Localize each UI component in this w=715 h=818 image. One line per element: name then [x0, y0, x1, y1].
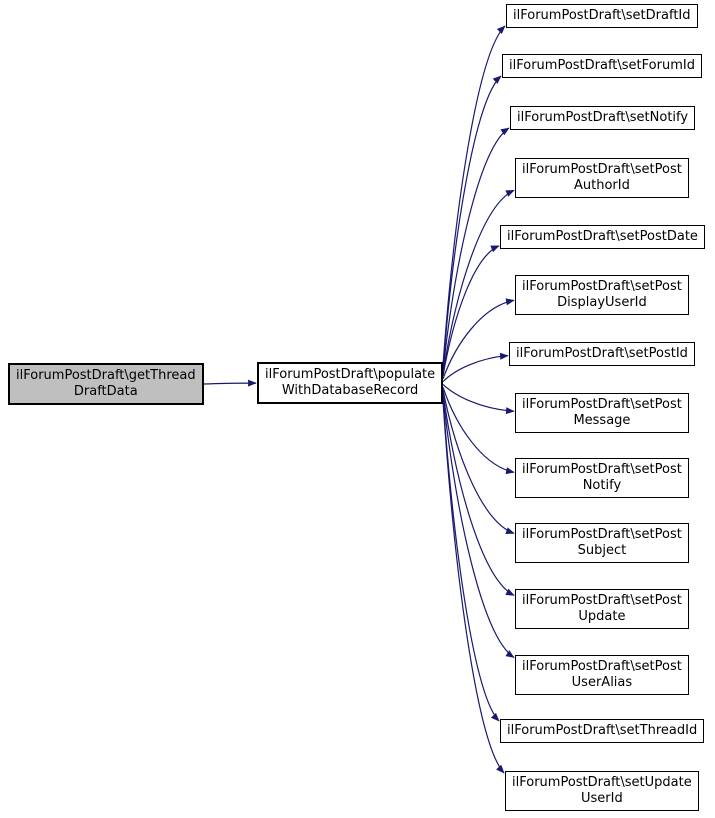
call-edge-populateWithDatabaseRecord--setPostAuthorId [442, 189, 515, 374]
node-label-line: UserId [581, 791, 623, 806]
node-label-line: AuthorId [574, 178, 630, 193]
call-edge-getThreadDraftData--populateWithDatabaseRecord [203, 379, 257, 387]
call-edge-populateWithDatabaseRecord--setPostSubject [442, 389, 515, 535]
node-label-line: ilForumPostDraft\setPost [522, 462, 682, 477]
node-label-line: ilForumPostDraft\setPost [522, 527, 682, 542]
graph-node-setForumId[interactable]: ilForumPostDraft\setForumId [502, 54, 702, 78]
node-label-line: ilForumPostDraft\setPost [522, 659, 682, 674]
node-label-line: Update [578, 609, 626, 624]
node-label-line: ilForumPostDraft\populate [265, 367, 436, 382]
call-edge-populateWithDatabaseRecord--setNotify [442, 127, 510, 371]
call-edge-populateWithDatabaseRecord--setThreadId [442, 398, 500, 722]
graph-node-setPostId[interactable]: ilForumPostDraft\setPostId [509, 342, 695, 366]
call-edge-populateWithDatabaseRecord--setPostUserAlias [442, 395, 515, 659]
node-label-line: ilForumPostDraft\setUpdate [512, 775, 692, 790]
node-label-line: ilForumPostDraft\setPostId [516, 346, 688, 361]
node-label-line: ilForumPostDraft\setDraftId [513, 8, 691, 23]
node-label-line: ilForumPostDraft\setPost [522, 397, 682, 412]
call-edge-populateWithDatabaseRecord--setPostMessage [442, 383, 515, 415]
graph-node-setPostDate[interactable]: ilForumPostDraft\setPostDate [500, 225, 705, 249]
graph-node-setNotify[interactable]: ilForumPostDraft\setNotify [510, 106, 696, 130]
node-label-line: DraftData [73, 384, 138, 399]
node-label-line: ilForumPostDraft\setPost [522, 279, 682, 294]
node-label-line: Notify [582, 478, 622, 493]
node-label-line: ilForumPostDraft\setPost [522, 593, 682, 608]
node-label-line: Subject [577, 543, 627, 558]
call-edge-populateWithDatabaseRecord--setPostUpdate [442, 392, 515, 596]
graph-node-setDraftId[interactable]: ilForumPostDraft\setDraftId [506, 4, 698, 28]
node-label-line: ilForumPostDraft\setThreadId [507, 723, 698, 738]
call-edge-populateWithDatabaseRecord--setPostDisplayUserId [442, 298, 515, 380]
node-label-line: ilForumPostDraft\setPost [522, 162, 682, 177]
node-label-line: ilForumPostDraft\setPostDate [507, 229, 698, 244]
node-label-line: DisplayUserId [557, 295, 647, 310]
call-edge-populateWithDatabaseRecord--setDraftId [442, 25, 506, 366]
node-label-line: Message [573, 413, 631, 428]
call-edge-populateWithDatabaseRecord--setForumId [442, 75, 502, 368]
node-label-line: WithDatabaseRecord [281, 383, 419, 398]
node-label-line: UserAlias [571, 675, 633, 690]
node-label-line: ilForumPostDraft\getThread [16, 368, 196, 383]
node-label-line: ilForumPostDraft\setForumId [509, 58, 695, 73]
graph-node-setThreadId[interactable]: ilForumPostDraft\setThreadId [500, 719, 705, 743]
call-edge-populateWithDatabaseRecord--setUpdateUserId [442, 400, 505, 774]
call-edge-populateWithDatabaseRecord--setPostId [442, 352, 509, 383]
call-edge-populateWithDatabaseRecord--setPostNotify [442, 386, 515, 475]
call-edge-populateWithDatabaseRecord--setPostDate [442, 245, 500, 377]
node-label-line: ilForumPostDraft\setNotify [517, 110, 689, 125]
